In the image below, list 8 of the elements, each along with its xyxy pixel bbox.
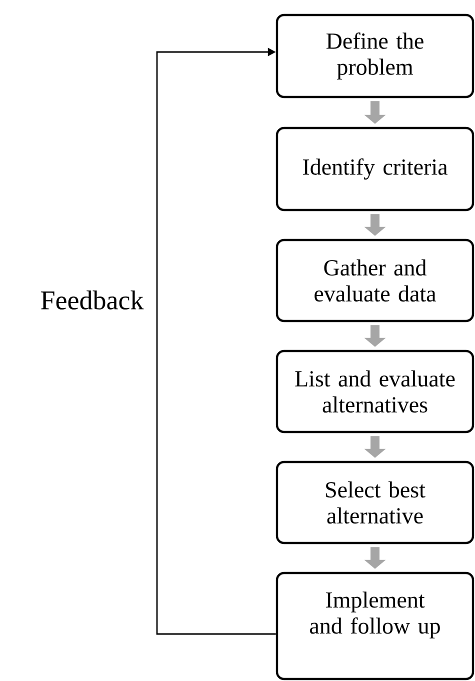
process-box: Gather and evaluate data [276,238,474,322]
side-label: Feedback [41,290,144,310]
process-box: Select best alternative [276,460,474,544]
process-box: Implement and follow up [276,572,474,680]
process-box: List and evaluate alternatives [276,350,474,434]
process-box: Identify criteria [276,126,474,212]
process-box: Define the problem [276,14,474,98]
feedback-arrow [156,48,276,635]
